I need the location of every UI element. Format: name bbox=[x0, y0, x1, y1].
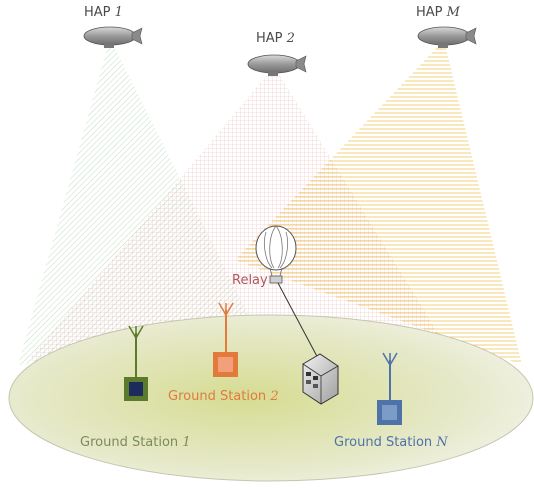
ground-station-n bbox=[377, 352, 402, 425]
relay-base-station bbox=[302, 353, 339, 405]
hap2-label: HAP 2 bbox=[256, 31, 295, 46]
ground-station-1 bbox=[124, 325, 148, 401]
relay-balloon bbox=[255, 225, 297, 284]
relay-label: Relay bbox=[232, 273, 268, 288]
relay-tether bbox=[277, 282, 321, 363]
ground-station-2-label: Ground Station 2 bbox=[168, 389, 279, 404]
ground-station-n-label: Ground Station N bbox=[334, 435, 448, 450]
hapM-blimp bbox=[417, 26, 477, 48]
hap1-blimp bbox=[83, 26, 143, 48]
hap1-label: HAP 1 bbox=[84, 5, 123, 20]
hap2-blimp bbox=[247, 54, 307, 76]
ground-area bbox=[8, 314, 534, 482]
ground-station-1-label: Ground Station 1 bbox=[80, 435, 191, 450]
ground-station-2 bbox=[213, 302, 238, 377]
hapM-beam bbox=[235, 40, 522, 365]
hapM-label: HAP M bbox=[416, 5, 461, 20]
